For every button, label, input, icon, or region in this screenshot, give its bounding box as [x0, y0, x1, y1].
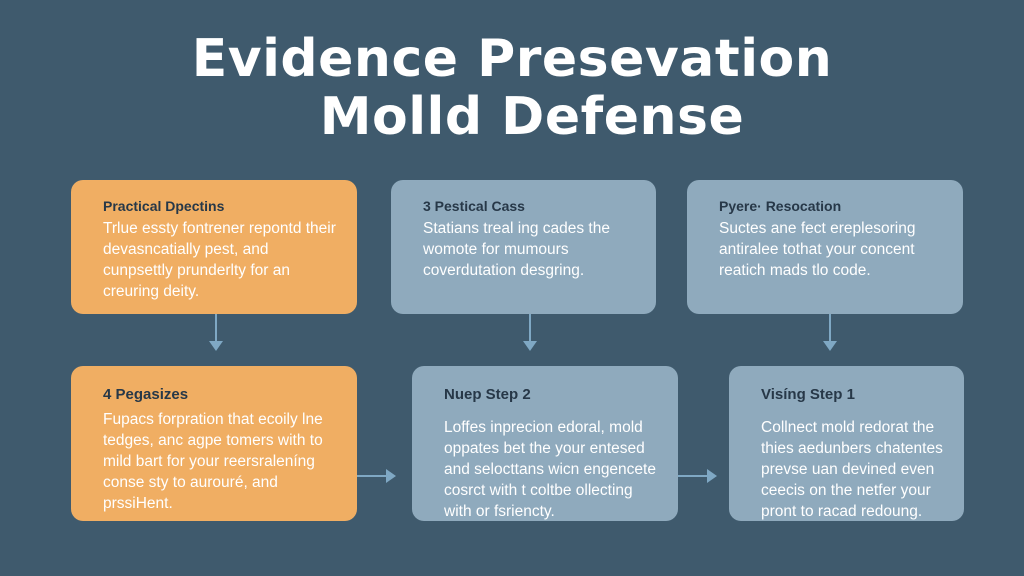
title-line-2: Molld Defense	[319, 87, 745, 147]
arrow-right-icon	[357, 469, 396, 483]
card-title: Practical Dpectins	[103, 198, 225, 214]
card-body: Collnect mold redorat the thies aedunber…	[761, 419, 943, 520]
title-line-1: Evidence Presevation	[191, 29, 833, 89]
card-pegasizes: 4 Pegasizes Fupacs forpration that ecoil…	[71, 366, 357, 521]
card-title: Pyere· Resocation	[719, 198, 842, 214]
card-body: Loffes inprecion edoral, mold oppates be…	[444, 419, 656, 520]
arrow-down-icon	[823, 314, 837, 351]
card-step-1: Visíng Step 1 Collnect mold redorat the …	[729, 366, 964, 521]
arrow-down-icon	[209, 314, 223, 351]
card-title: 3 Pestical Cass	[423, 198, 525, 214]
card-practical: Practical Dpectins Trlue essty fontrener…	[71, 180, 357, 314]
arrow-right-icon	[678, 469, 717, 483]
card-title: Nuep Step 2	[444, 386, 531, 403]
card-body: Statians treal ing cades the womote for …	[423, 220, 610, 279]
arrow-down-icon	[523, 314, 537, 351]
card-resocation: Pyere· Resocation Suctes ane fect ereple…	[687, 180, 963, 314]
card-body: Trlue essty fontrener repontd their deva…	[103, 220, 336, 300]
card-body: Suctes ane fect ereplesoring antiralee t…	[719, 220, 916, 279]
card-pestical-cass: 3 Pestical Cass Statians treal ing cades…	[391, 180, 656, 314]
card-body: Fupacs forpration that ecoily lne tedges…	[103, 411, 323, 512]
card-title: 4 Pegasizes	[103, 386, 189, 403]
card-title: Visíng Step 1	[761, 386, 855, 403]
page-title: Evidence Presevation Molld Defense	[0, 30, 1024, 146]
card-step-2: Nuep Step 2 Loffes inprecion edoral, mol…	[412, 366, 678, 521]
